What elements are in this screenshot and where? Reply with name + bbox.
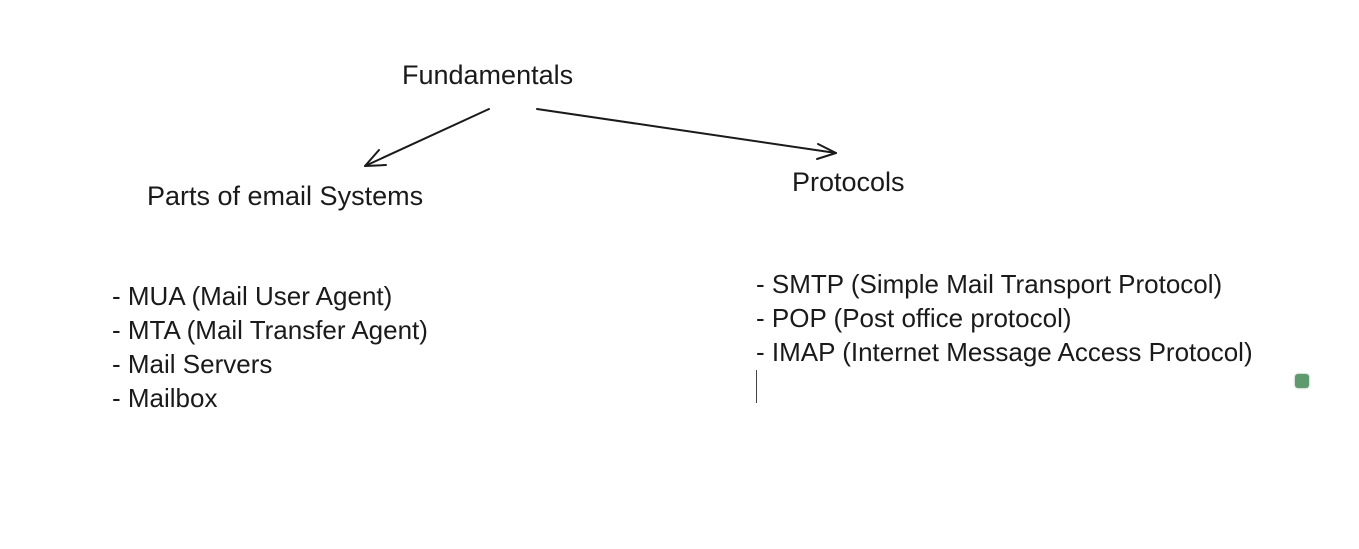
protocols-list: - SMTP (Simple Mail Transport Protocol) …: [756, 267, 1253, 369]
list-item: - IMAP (Internet Message Access Protocol…: [756, 337, 1253, 367]
parts-of-email-title: Parts of email Systems: [147, 181, 424, 211]
root-node-title: Fundamentals: [402, 60, 574, 90]
protocols-title: Protocols: [792, 167, 905, 197]
arrow-to-parts: [364, 108, 490, 167]
list-item: - MTA (Mail Transfer Agent): [112, 315, 428, 345]
list-item: - Mail Servers: [112, 349, 273, 379]
email-parts-list: - MUA (Mail User Agent) - MTA (Mail Tran…: [112, 279, 428, 415]
list-item: - SMTP (Simple Mail Transport Protocol): [756, 269, 1223, 299]
arrowhead-protocols: [816, 143, 837, 160]
arrowhead-parts: [364, 149, 387, 167]
text-cursor: [756, 370, 757, 403]
pointer-dot-icon: [1295, 374, 1309, 388]
arrow-to-protocols: [536, 108, 837, 154]
list-item: - MUA (Mail User Agent): [112, 281, 393, 311]
list-item: - Mailbox: [112, 383, 218, 413]
list-item: - POP (Post office protocol): [756, 303, 1072, 333]
